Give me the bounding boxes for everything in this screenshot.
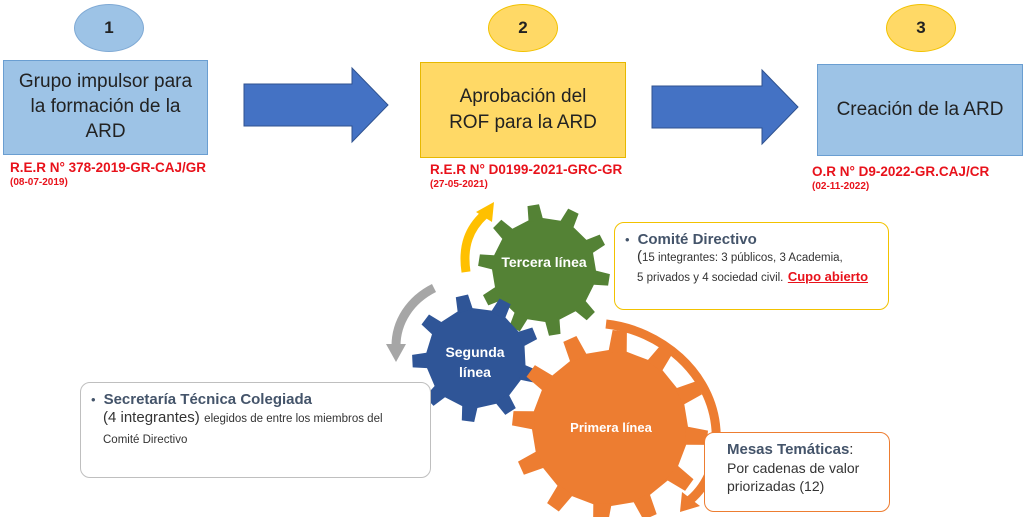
gear-third-line-label: Tercera línea: [501, 254, 587, 270]
arrow-step-2-to-3: [651, 68, 799, 146]
comite-directivo-callout: • Comité Directivo (15 integrantes: 3 pú…: [614, 222, 889, 310]
comite-text-1: 15 integrantes: 3 públicos, 3 Academia,: [642, 252, 843, 264]
bullet-icon: •: [91, 392, 96, 407]
cupo-abierto-link[interactable]: Cupo abierto: [787, 268, 869, 284]
step-1-resolution: R.E.R N° 378-2019-GR-CAJ/GR (08-07-2019): [10, 160, 206, 188]
step-1-title: Grupo impulsor para la formación de la A…: [18, 71, 193, 142]
step-2-box: Aprobación del ROF para la ARD: [420, 62, 626, 158]
yellow-arrow-head: [476, 202, 494, 222]
arrow-step-1-to-2: [243, 66, 389, 144]
step-3-resolution-text: O.R N° D9-2022-GR.CAJ/CR: [812, 164, 990, 179]
yellow-curved-arrow: [460, 211, 488, 273]
step-1-date: (08-07-2019): [10, 177, 68, 188]
step-1-number: 1: [74, 4, 144, 52]
step-2-resolution: R.E.R N° D0199-2021-GRC-GR (27-05-2021): [430, 162, 622, 190]
gear-second-line: [412, 294, 539, 422]
step-1-resolution-text: R.E.R N° 378-2019-GR-CAJ/GR: [10, 160, 206, 175]
step-3-box: Creación de la ARD: [817, 64, 1023, 156]
step-1-box: Grupo impulsor para la formación de la A…: [3, 60, 208, 155]
step-2-date: (27-05-2021): [430, 179, 488, 190]
step-3-date: (02-11-2022): [812, 181, 870, 192]
secretaria-heading: Secretaría Técnica Colegiada: [103, 391, 312, 408]
gray-curved-arrow: [391, 283, 437, 347]
gear-second-line-label: Segunda línea: [445, 344, 505, 381]
gear-first-line-label: Primera línea: [570, 420, 652, 435]
gear-orange-hub: [534, 352, 686, 504]
comite-text-2: 5 privados y 4 sociedad civil.: [637, 271, 784, 284]
orange-arrow-head: [680, 492, 700, 512]
step-3-title: Creación de la ARD: [836, 99, 1004, 120]
step-3-resolution: O.R N° D9-2022-GR.CAJ/CR (02-11-2022): [812, 164, 989, 192]
secretaria-count: (4 integrantes): [103, 409, 200, 426]
step-2-resolution-text: R.E.R N° D0199-2021-GRC-GR: [430, 162, 623, 177]
gear-third-line: [478, 204, 610, 336]
gear-green-hub: [494, 220, 594, 320]
secretaria-text: elegidos de entre los miembros del Comit…: [103, 413, 383, 446]
gear-blue-hub: [428, 310, 524, 406]
mesas-text: Por cadenas de valor priorizadas (12): [727, 460, 860, 495]
bullet-icon: •: [625, 232, 630, 247]
mesas-colon: :: [849, 441, 854, 458]
step-3-number: 3: [886, 4, 956, 52]
secretaria-tecnica-callout: • Secretaría Técnica Colegiada (4 integr…: [80, 382, 431, 478]
gear-first-line: [512, 330, 708, 517]
comite-paren: (: [637, 248, 642, 265]
comite-directivo-heading: Comité Directivo: [637, 231, 757, 248]
mesas-tematicas-callout: Mesas Temáticas: Por cadenas de valor pr…: [704, 432, 890, 512]
mesas-heading: Mesas Temáticas: [727, 441, 850, 458]
step-2-title: Aprobación del ROF para la ARD: [449, 86, 597, 133]
gray-arrow-head: [386, 344, 406, 362]
step-2-number: 2: [488, 4, 558, 52]
